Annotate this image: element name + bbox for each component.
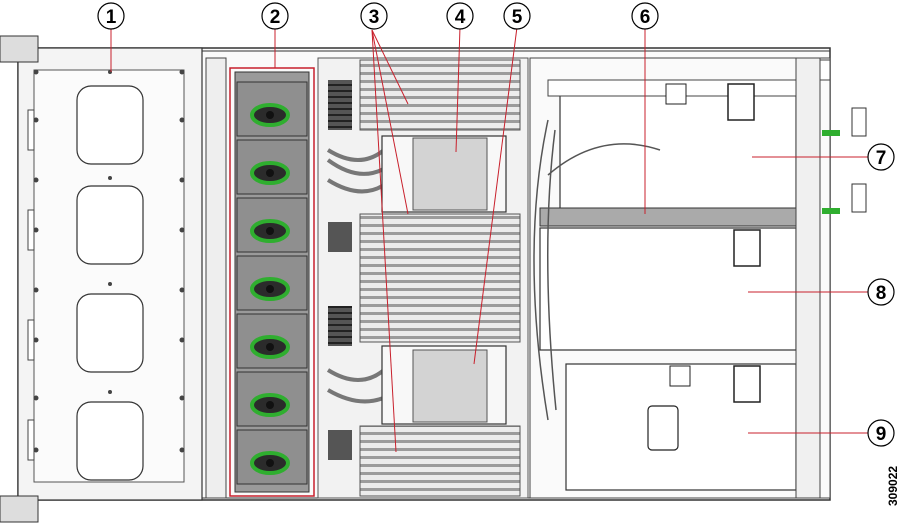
dimm-bank-top xyxy=(359,59,521,131)
callout-2: 2 xyxy=(261,2,289,30)
leader-lines xyxy=(110,26,868,453)
pcie-riser-section xyxy=(529,57,867,499)
drive-window xyxy=(76,185,144,265)
fan-module xyxy=(236,81,308,137)
drive-bay-section xyxy=(0,35,203,523)
fan-module xyxy=(236,371,308,427)
svg-text:6: 6 xyxy=(640,7,651,28)
svg-text:4: 4 xyxy=(455,7,466,28)
fan-hub xyxy=(266,401,274,409)
fan-hub xyxy=(266,227,274,235)
fan-module xyxy=(236,429,308,485)
svg-text:5: 5 xyxy=(512,7,523,28)
leader-line-3 xyxy=(371,29,409,215)
svg-text:3: 3 xyxy=(369,7,380,28)
svg-text:2: 2 xyxy=(270,7,281,28)
fan-module xyxy=(236,197,308,253)
callout-3: 3 xyxy=(360,2,388,30)
motherboard xyxy=(317,57,529,499)
leader-line-3 xyxy=(371,29,409,105)
fan-hub xyxy=(266,111,274,119)
callout-1: 1 xyxy=(97,2,125,30)
fan-hub xyxy=(266,285,274,293)
svg-text:1: 1 xyxy=(106,7,117,28)
svg-text:8: 8 xyxy=(876,283,887,304)
figure-id: 309022 xyxy=(886,466,900,506)
callout-8: 8 xyxy=(867,278,895,306)
drive-window xyxy=(76,85,144,165)
cpu-1 xyxy=(412,137,488,211)
svg-text:7: 7 xyxy=(876,148,887,169)
dimm-bank-bottom xyxy=(359,425,521,497)
svg-text:9: 9 xyxy=(876,424,887,445)
fan-module xyxy=(236,139,308,195)
drive-window xyxy=(76,293,144,373)
drive-window xyxy=(76,401,144,481)
fan-hub xyxy=(266,343,274,351)
callout-9: 9 xyxy=(867,419,895,447)
leader-line-4 xyxy=(455,26,461,153)
callout-6: 6 xyxy=(631,2,659,30)
callout-5: 5 xyxy=(503,2,531,30)
cpu-2 xyxy=(412,349,488,423)
fan-module xyxy=(236,313,308,369)
pcie-riser-1 xyxy=(559,89,797,217)
fan-tray xyxy=(205,57,315,499)
leader-line-5 xyxy=(473,26,518,365)
fan-module xyxy=(236,255,308,311)
dimm-bank-middle xyxy=(359,213,521,343)
fan-hub xyxy=(266,169,274,177)
callout-4: 4 xyxy=(446,2,474,30)
fan-hub xyxy=(266,459,274,467)
callout-7: 7 xyxy=(867,143,895,171)
riser-bracket xyxy=(539,207,805,227)
leader-line-3 xyxy=(371,29,397,453)
